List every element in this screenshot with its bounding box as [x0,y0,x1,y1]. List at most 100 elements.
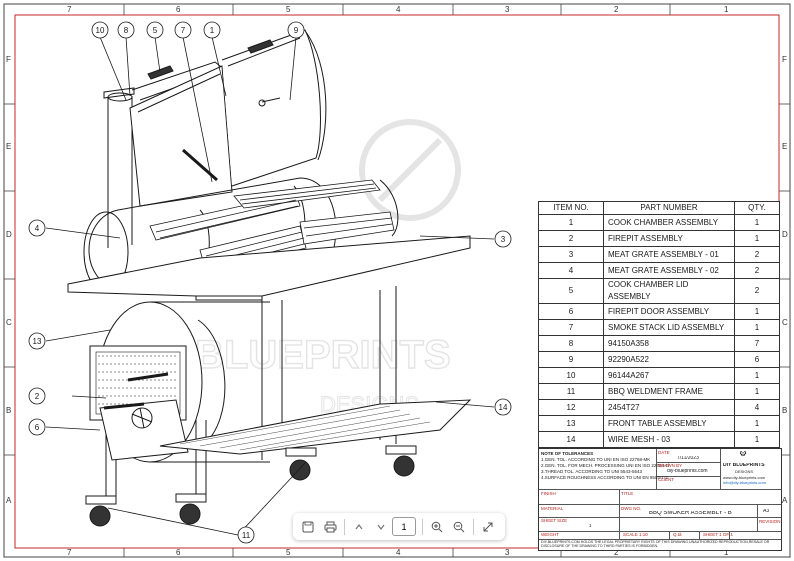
tolerance-line-2: 2.GEN. TOL. FOR MECH. PROCESSING UNI EN … [541,463,670,468]
dwg-no-value: BBQ SMOKER ASSEMBLY - B [649,511,732,516]
print-button[interactable] [319,516,341,538]
fit-page-button[interactable] [477,516,499,538]
bom-part-number: FIREPIT DOOR ASSEMBLY [603,303,735,320]
callout-10: 10 [96,26,105,35]
callout-2: 2 [35,392,40,401]
zone-col-4-bottom: 4 [396,548,401,557]
next-page-button[interactable] [370,516,392,538]
bom-item-no: 8 [538,335,604,352]
prev-page-button[interactable] [348,516,370,538]
zoom-out-button[interactable] [448,516,470,538]
fit-page-icon [483,522,493,531]
bom-part-number: FIREPIT ASSEMBLY [603,230,735,247]
bom-item-no: 13 [538,415,604,432]
email: info@diy-blueprints.com [723,480,766,485]
client-label: CLIENT [658,477,675,482]
bom-item-no: 6 [538,303,604,320]
bom-item-no: 2 [538,230,604,247]
bom-qty: 7 [734,335,780,352]
logo-sub: DESIGNS [735,469,754,474]
callout-leaders [45,36,495,536]
zone-col-7-top: 7 [67,5,72,14]
bom-qty: 4 [734,399,780,416]
qty-label: Q.tà [673,532,682,537]
revision-label: REVISION [759,519,781,524]
zone-row-a-left: A [6,496,12,505]
callout-8: 8 [124,26,129,35]
bom-qty: 2 [734,262,780,279]
zone-col-7-bottom: 7 [67,548,72,557]
zoom-in-icon [431,521,443,532]
zone-col-5-bottom: 5 [286,548,291,557]
dwg-no-label: DWG NO. [621,506,642,511]
zone-col-3-top: 3 [505,5,510,14]
callout-14: 14 [499,403,508,412]
zone-col-1-top: 1 [724,5,729,14]
date-value: 7/11/2023 [677,456,699,461]
page-number-input[interactable] [392,517,416,536]
print-icon [324,521,336,532]
zone-col-5-top: 5 [286,5,291,14]
bom-qty: 1 [734,431,780,448]
bom-qty: 1 [734,383,780,400]
bom-qty: 1 [734,415,780,432]
zone-row-b-left: B [6,406,12,415]
bom-part-number: COOK CHAMBER ASSEMBLY [603,214,735,231]
zone-row-e-left: E [6,142,12,151]
callout-6: 6 [35,423,40,432]
prev-page-icon [355,523,363,529]
bom-item-no: 12 [538,399,604,416]
zone-row-c-left: C [6,318,12,327]
website: www.diy-blueprints.com [723,475,766,480]
bom-qty: 2 [734,246,780,263]
zoom-out-icon [453,521,465,532]
save-button[interactable] [297,516,319,538]
tolerance-line-1: 1.GEN. TOL. ACCORDING TO UNI EN ISO 2276… [541,457,651,462]
zone-col-3-bottom: 3 [505,548,510,557]
sheet-size-label: SHEET SIZE [541,518,568,523]
drawn-by-value: diy-blueprints.com [667,469,708,474]
bom-part-number: COOK CHAMBER LID ASSEMBLY [603,278,735,304]
zone-row-c-right: C [782,318,788,327]
zone-col-6-top: 6 [176,5,181,14]
bom-part-number: 94150A358 [603,335,735,352]
bom-qty: 1 [734,303,780,320]
outer-frame [3,3,791,558]
bom-part-number: 96144A267 [603,367,735,384]
scale-label: SCALE 1:10 [623,532,648,537]
zoom-in-button[interactable] [426,516,448,538]
bom-qty: 6 [734,351,780,368]
tolerance-title: NOTE OF TOLERANCES [541,451,594,456]
zone-row-f-right: F [782,55,787,64]
tolerance-line-4: 4.SURFACE ROUGHNESS ACCORDING TO UNI EN … [541,475,668,480]
callout-3: 3 [501,235,506,244]
bom-part-number: WIRE MESH - 03 [603,431,735,448]
smoker-drawing [67,29,472,527]
title-block: NOTE OF TOLERANCES 1.GEN. TOL. ACCORDING… [538,448,782,551]
weight-label: WEIGHT [541,532,559,537]
zone-col-4-top: 4 [396,5,401,14]
bom-item-no: 14 [538,431,604,448]
bom-item-no: 1 [538,214,604,231]
date-label: DATE [658,450,670,455]
bom-qty: 1 [734,367,780,384]
zone-col-2-top: 2 [614,5,619,14]
callout-1: 1 [210,26,215,35]
callout-5: 5 [153,26,158,35]
bom-qty: 1 [734,319,780,336]
bom-part-number: SMOKE STACK LID ASSEMBLY [603,319,735,336]
bom-part-number: MEAT GRATE ASSEMBLY - 01 [603,246,735,263]
bom-header-qty: QTY. [734,201,780,215]
zone-row-d-left: D [6,230,12,239]
